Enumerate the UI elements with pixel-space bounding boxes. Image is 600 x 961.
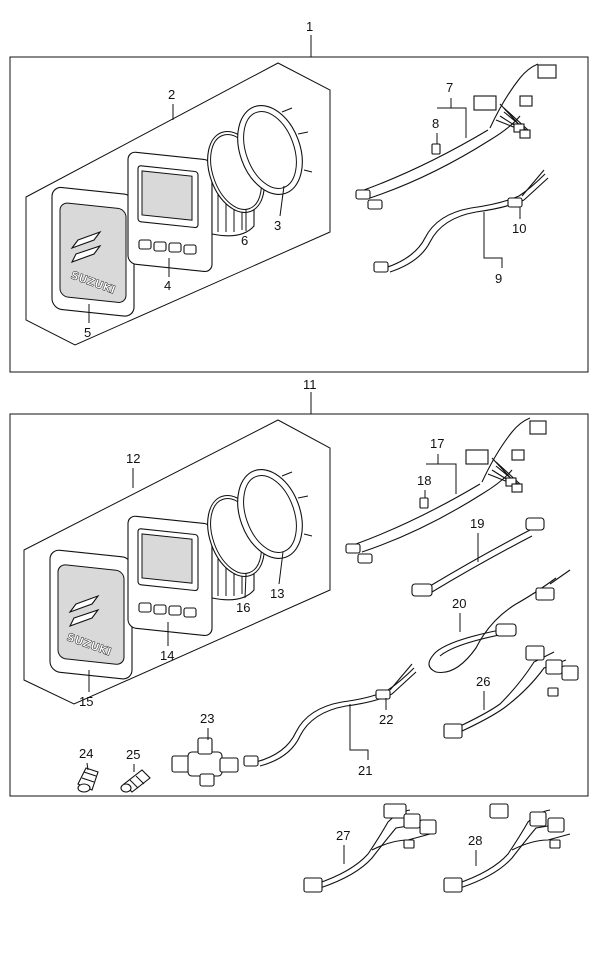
label-17: 17 xyxy=(430,436,444,451)
label-7: 7 xyxy=(446,80,453,95)
harness-26 xyxy=(443,645,579,739)
label-15: 15 xyxy=(79,694,93,709)
fuse-18 xyxy=(419,497,429,509)
harness-9 xyxy=(373,169,549,273)
label-11: 11 xyxy=(303,377,317,392)
label-24: 24 xyxy=(79,746,93,761)
kit-outline-2 xyxy=(25,62,331,346)
harness-17 xyxy=(345,417,547,564)
harness-7 xyxy=(355,63,557,210)
label-19: 19 xyxy=(470,516,484,531)
label-21: 21 xyxy=(358,763,372,778)
tee-connector-23 xyxy=(171,737,239,787)
assembly-11-frame xyxy=(9,413,589,797)
label-27: 27 xyxy=(336,828,350,843)
label-23: 23 xyxy=(200,711,214,726)
label-10: 10 xyxy=(512,221,526,236)
label-1: 1 xyxy=(306,19,313,34)
label-16: 16 xyxy=(236,600,250,615)
label-4: 4 xyxy=(164,278,171,293)
label-14: 14 xyxy=(160,648,174,663)
label-25: 25 xyxy=(126,747,140,762)
cable-19 xyxy=(411,517,545,597)
assembly-1: 1 2 SUZUKI 5 4 xyxy=(9,19,589,373)
label-5: 5 xyxy=(84,325,91,340)
cover-5: SUZUKI xyxy=(51,186,135,317)
harness-27 xyxy=(303,803,437,893)
label-9: 9 xyxy=(495,271,502,286)
terminator-24 xyxy=(77,767,99,793)
assembly-1-frame xyxy=(9,56,589,373)
label-28: 28 xyxy=(468,833,482,848)
label-6: 6 xyxy=(241,233,248,248)
lock-nut-3 xyxy=(237,105,313,195)
assembly-11: 11 12 SUZUKI 15 14 16 xyxy=(9,377,589,797)
label-13: 13 xyxy=(270,586,284,601)
label-8: 8 xyxy=(432,116,439,131)
label-20: 20 xyxy=(452,596,466,611)
cable-20 xyxy=(428,569,571,674)
label-18: 18 xyxy=(417,473,431,488)
lock-nut-13 xyxy=(237,469,313,559)
label-26: 26 xyxy=(476,674,490,689)
harness-28 xyxy=(443,803,571,893)
label-3: 3 xyxy=(274,218,281,233)
label-22: 22 xyxy=(379,712,393,727)
terminator-25 xyxy=(120,769,151,793)
fuse-8 xyxy=(431,143,441,155)
kit-outline-12 xyxy=(23,419,331,705)
harness-21 xyxy=(243,663,417,767)
label-12: 12 xyxy=(126,451,140,466)
cover-15: SUZUKI xyxy=(49,549,133,680)
label-2: 2 xyxy=(168,87,175,102)
